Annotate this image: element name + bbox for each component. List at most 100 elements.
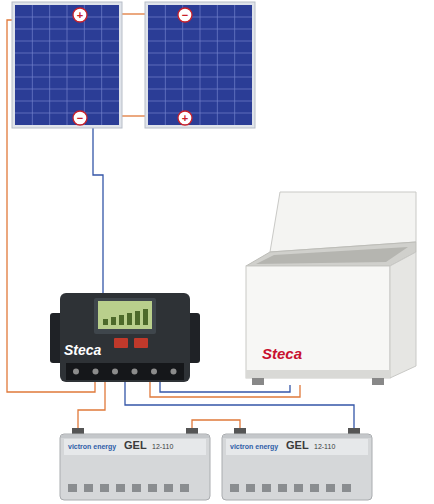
warning-icon (246, 484, 255, 492)
terminal-screw (112, 369, 118, 375)
warning-icon (116, 484, 125, 492)
cell-grid-line (148, 77, 252, 78)
terminal-screw (171, 369, 177, 375)
freezer-base (246, 370, 390, 378)
wire (78, 382, 105, 428)
terminal-circle (178, 8, 192, 22)
freezer-side (390, 252, 416, 378)
warning-icon (342, 484, 351, 492)
freezer-opening (256, 247, 408, 264)
cell-grid-line (15, 17, 119, 18)
terminal-circle (73, 111, 87, 125)
cell-grid-line (148, 113, 252, 114)
brand-label: victron energy (230, 443, 278, 451)
model-number: 12-110 (152, 443, 173, 451)
cell-grid-line (15, 113, 119, 114)
warning-icon (294, 484, 303, 492)
model-number: 12-110 (314, 443, 335, 451)
cell-grid-line (148, 41, 252, 42)
panel-cells (15, 5, 119, 125)
battery-type: GEL (286, 439, 309, 451)
wire (122, 13, 145, 14)
display-bar (119, 315, 124, 325)
display-bar (127, 313, 132, 325)
display-bar (143, 309, 148, 325)
terminal-sign: + (77, 9, 83, 21)
cell-grid-line (148, 101, 252, 102)
warning-icon (310, 484, 319, 492)
warning-icon (84, 484, 93, 492)
cell-grid-line (15, 77, 119, 78)
panel-node: −+ (145, 2, 255, 128)
wire (122, 115, 145, 116)
cell-grid-line (15, 89, 119, 90)
controller-node: Steca (50, 293, 200, 382)
display-screen (98, 301, 152, 329)
battery-case (222, 434, 372, 500)
warning-icon (164, 484, 173, 492)
terminal-circle (73, 8, 87, 22)
warning-icon (230, 484, 239, 492)
wire (93, 128, 103, 293)
warning-icon (148, 484, 157, 492)
terminal-sign: − (77, 112, 83, 124)
display-bar (135, 311, 140, 325)
terminal-screw (73, 369, 79, 375)
display-bar (103, 319, 108, 325)
panel-frame (145, 2, 255, 128)
display-bezel (94, 298, 156, 334)
controller-body (60, 293, 190, 382)
cell-grid-line (148, 65, 252, 66)
cell-grid-line (148, 17, 252, 18)
display-bar (111, 317, 116, 325)
terminal-sign: + (182, 112, 188, 124)
terminal-screw (132, 369, 138, 375)
warning-icon (278, 484, 287, 492)
freezer-rim (246, 242, 416, 266)
freezer-front (246, 266, 390, 378)
battery-node: victron energy GEL 12-110 (60, 428, 210, 500)
wire (150, 382, 300, 397)
battery-illustration (60, 428, 210, 500)
panel-frame (12, 2, 122, 128)
warning-icon (326, 484, 335, 492)
brand-label: Steca (64, 343, 101, 358)
battery-label-panel (64, 439, 206, 455)
terminal-sign: − (182, 9, 188, 21)
control-button (134, 338, 148, 348)
warning-icon (68, 484, 77, 492)
brand-label: victron energy (68, 443, 116, 451)
cell-grid-line (148, 89, 252, 90)
wire (125, 382, 354, 428)
brand-label: Steca (262, 346, 302, 363)
battery-lid (223, 435, 371, 438)
freezer-foot (252, 378, 264, 385)
cell-grid-line (15, 29, 119, 30)
battery-label-panel (226, 439, 368, 455)
cell-grid-line (148, 29, 252, 30)
panel-illustration (145, 2, 255, 128)
terminal-strip (66, 363, 184, 380)
warning-icon (100, 484, 109, 492)
control-button (114, 338, 128, 348)
warning-icon (262, 484, 271, 492)
controller-illustration (50, 293, 200, 382)
terminal-circle (178, 111, 192, 125)
panel-illustration (12, 2, 122, 128)
battery-illustration (222, 428, 372, 500)
panel-cells (148, 5, 252, 125)
cell-grid-line (15, 41, 119, 42)
battery-node: victron energy GEL 12-110 (222, 428, 372, 500)
cell-grid-line (15, 53, 119, 54)
battery-case (60, 434, 210, 500)
warning-icon (132, 484, 141, 492)
cell-grid-line (15, 65, 119, 66)
cell-grid-line (148, 53, 252, 54)
wire (192, 420, 240, 428)
freezer-node: Steca (240, 190, 420, 385)
battery-lid (61, 435, 209, 438)
cell-grid-line (15, 101, 119, 102)
terminal-screw (151, 369, 157, 375)
battery-type: GEL (124, 439, 147, 451)
